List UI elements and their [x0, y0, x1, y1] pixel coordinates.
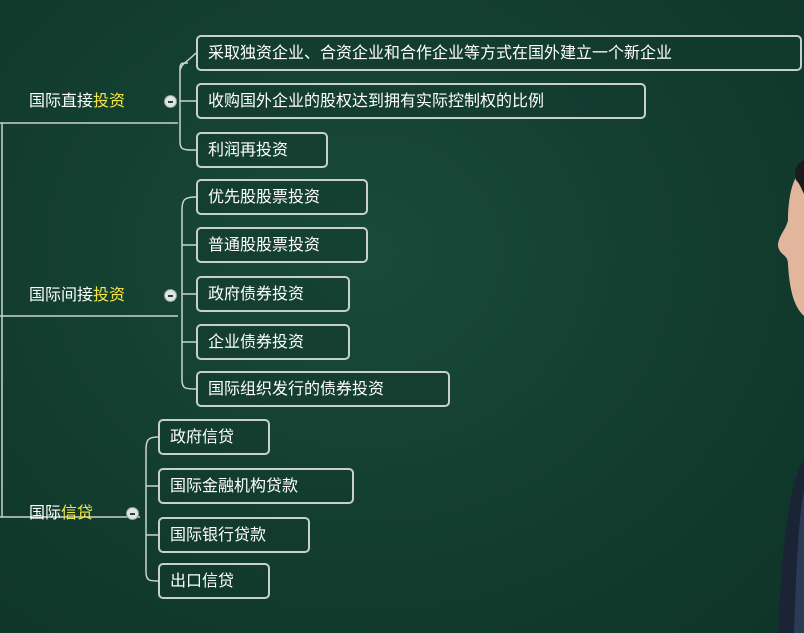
node-corporate-bonds: 企业债券投资: [196, 324, 350, 360]
presenter-silhouette: [778, 160, 804, 633]
category-label-prefix: 国际间接: [29, 285, 94, 304]
category-label-highlight: 投资: [93, 91, 126, 110]
node-intl-org-bonds: 国际组织发行的债券投资: [196, 371, 450, 407]
node-common-stock: 普通股股票投资: [196, 227, 368, 263]
collapse-toggle-icon[interactable]: [164, 95, 177, 108]
node-intl-bank-loans: 国际银行贷款: [158, 517, 310, 553]
category-international-direct-investment: 国际直接投资: [29, 91, 125, 111]
node-government-bonds: 政府债券投资: [196, 276, 350, 312]
node-export-credit: 出口信贷: [158, 563, 270, 599]
node-government-credit: 政府信贷: [158, 419, 270, 455]
category-international-credit: 国际信贷: [29, 503, 93, 523]
node-direct-acquisition: 收购国外企业的股权达到拥有实际控制权的比例: [196, 83, 646, 119]
node-direct-new-enterprise: 采取独资企业、合资企业和合作企业等方式在国外建立一个新企业: [196, 35, 802, 71]
collapse-toggle-icon[interactable]: [126, 507, 139, 520]
node-intl-financial-institution-loans: 国际金融机构贷款: [158, 468, 354, 504]
node-preferred-stock: 优先股股票投资: [196, 179, 368, 215]
category-label-highlight: 投资: [93, 285, 126, 304]
node-direct-reinvestment: 利润再投资: [196, 132, 328, 168]
category-label-prefix: 国际直接: [29, 91, 94, 110]
collapse-toggle-icon[interactable]: [164, 289, 177, 302]
category-international-indirect-investment: 国际间接投资: [29, 285, 125, 305]
category-label-highlight: 信贷: [61, 503, 94, 522]
category-label-prefix: 国际: [29, 503, 62, 522]
